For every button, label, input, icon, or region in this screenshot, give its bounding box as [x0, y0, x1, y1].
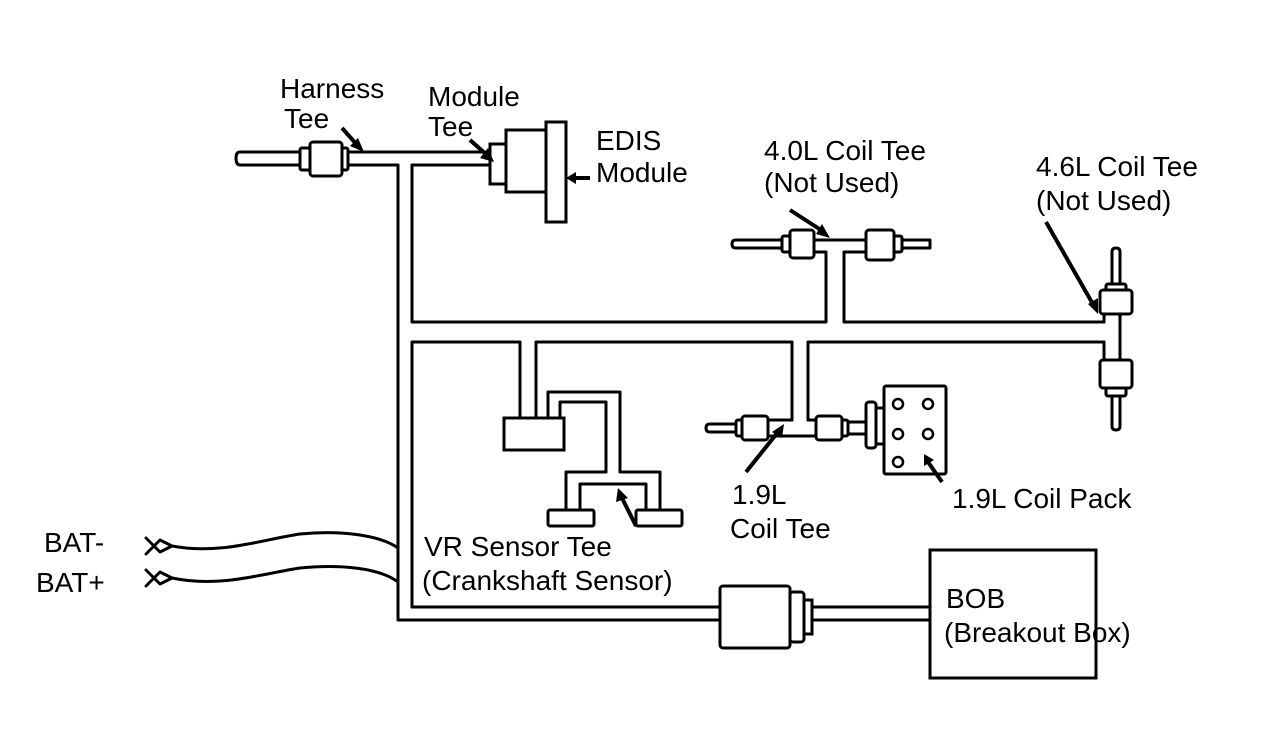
label-bat-neg: BAT-: [44, 527, 104, 558]
vr-sensor-tee: [502, 390, 684, 528]
module-tee: [488, 142, 508, 186]
label-bob-line2: (Breakout Box): [944, 617, 1131, 648]
label-coil-tee-46-line2: (Not Used): [1036, 185, 1171, 216]
label-coil-tee-46-line1: 4.6L Coil Tee: [1036, 151, 1198, 182]
label-harness-tee-line2: Tee: [284, 103, 329, 134]
arrow-edis-module: [566, 172, 590, 184]
coil-tee-40: [730, 228, 932, 262]
label-bat-pos: BAT+: [36, 567, 105, 598]
bat-neg-clip-icon: [144, 536, 174, 556]
main-harness: [346, 150, 1106, 622]
bat-pos-clip-icon: [144, 568, 174, 588]
arrow-coil-tee-19: [744, 424, 784, 474]
edis-module: [504, 120, 568, 224]
label-edis-module-line1: EDIS: [596, 125, 661, 156]
battery-leads: [144, 531, 400, 588]
bob-connector: [718, 584, 932, 650]
harness-tee: [234, 140, 350, 178]
label-coil-tee-19-line1: 1.9L: [732, 479, 787, 510]
label-harness-tee-line1: Harness: [280, 73, 384, 104]
label-module-tee-line2: Tee: [428, 111, 473, 142]
label-vr-sensor-tee-line1: VR Sensor Tee: [424, 531, 612, 562]
label-bob-line1: BOB: [946, 583, 1005, 614]
label-coil-pack-19: 1.9L Coil Pack: [952, 483, 1132, 514]
label-coil-tee-40-line2: (Not Used): [764, 167, 899, 198]
arrow-harness-tee: [340, 126, 364, 152]
label-coil-tee-40-line1: 4.0L Coil Tee: [764, 135, 926, 166]
label-vr-sensor-tee-line2: (Crankshaft Sensor): [422, 565, 673, 596]
label-module-tee-line1: Module: [428, 81, 520, 112]
arrow-coil-pack-19: [924, 454, 944, 484]
arrow-vr-sensor-tee: [616, 488, 638, 527]
bob-box: [928, 548, 1098, 680]
label-coil-tee-19-line2: Coil Tee: [730, 513, 831, 544]
coil-pack-19: [864, 384, 948, 476]
arrow-coil-tee-40: [788, 208, 830, 238]
label-edis-module-line2: Module: [596, 157, 688, 188]
coil-tee-46: [1098, 246, 1134, 432]
coil-tee-19: [704, 414, 868, 442]
arrow-module-tee: [468, 138, 494, 162]
arrow-coil-tee-46: [1044, 221, 1098, 314]
